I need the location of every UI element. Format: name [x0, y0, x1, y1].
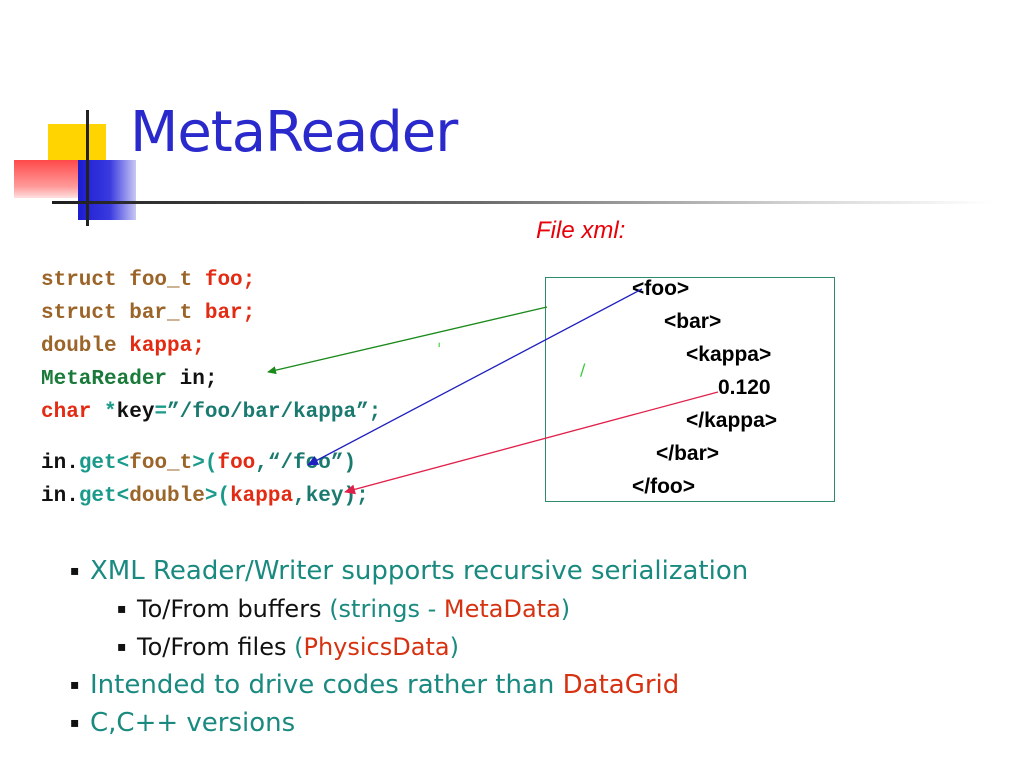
- code-token: foo;: [204, 269, 256, 292]
- code-token: >(: [192, 452, 218, 475]
- code-token: in.: [41, 452, 79, 475]
- code-line: in.get<foo_t>(foo,“/foo”): [41, 447, 381, 480]
- bullet-square-icon: ▪: [70, 715, 80, 731]
- code-token: in.: [41, 485, 79, 508]
- bullet-text: PhysicsData: [303, 633, 450, 661]
- bullet-square-icon: ▪: [117, 601, 127, 617]
- code-token: struct: [41, 269, 130, 292]
- xml-line: </bar>: [656, 442, 720, 465]
- bullet-text: To/From buffers: [137, 595, 330, 623]
- bullet-square-icon: ▪: [70, 677, 80, 693]
- code-token: in;: [179, 368, 218, 391]
- bullet-text: C,C++ versions: [90, 708, 296, 738]
- bullet-list: ▪ XML Reader/Writer supports recursive se…: [70, 552, 748, 742]
- code-token: key: [116, 401, 155, 424]
- code-line: MetaReader in;: [41, 363, 381, 396]
- bullet-text: (: [294, 633, 304, 661]
- bullet-item: ▪ C,C++ versions: [70, 704, 748, 742]
- bullet-item: ▪ Intended to drive codes rather than Dat…: [70, 666, 748, 704]
- bullet-square-icon: ▪: [117, 639, 127, 655]
- code-token: =: [154, 401, 168, 424]
- bullet-square-icon: ▪: [70, 563, 80, 579]
- arrow-kappa-to-code: [344, 391, 719, 495]
- code-token: bar;: [204, 302, 256, 325]
- code-line: struct foo_t foo;: [41, 264, 381, 297]
- bullet-text: XML Reader/Writer supports recursive ser…: [90, 556, 749, 586]
- code-token: foo: [217, 452, 256, 475]
- code-line: char *key=”/foo/bar/kappa”;: [41, 396, 381, 429]
- code-token: get<: [78, 452, 130, 475]
- code-token: double: [129, 485, 205, 508]
- code-block: struct foo_t foo;struct bar_t bar;double…: [41, 264, 381, 513]
- bullet-item: ▪ To/From files (PhysicsData): [70, 628, 748, 666]
- bullet-text: (strings -: [329, 595, 444, 623]
- code-line: double kappa;: [41, 330, 381, 363]
- slide-title: MetaReader: [130, 100, 458, 165]
- decor-red-square: [14, 160, 78, 198]
- code-token: bar_t: [129, 302, 205, 325]
- bullet-text: ): [449, 633, 459, 661]
- code-token: char: [41, 401, 105, 424]
- code-token: >(: [204, 485, 231, 508]
- xml-line: </kappa>: [686, 409, 778, 432]
- code-token: MetaReader: [41, 368, 180, 391]
- xml-line: 0.120: [718, 376, 771, 399]
- code-token: kappa;: [129, 335, 205, 358]
- xml-box: [545, 277, 835, 502]
- file-xml-label: File xml:: [536, 217, 626, 244]
- bullet-text: MetaData: [443, 595, 561, 623]
- bullet-text: ): [560, 595, 571, 623]
- code-token: foo_t: [129, 452, 193, 475]
- bullet-text: To/From files: [137, 633, 295, 661]
- bullet-text: Intended to drive codes rather than: [90, 670, 563, 700]
- code-token: foo_t: [129, 269, 205, 292]
- marker-tick: /: [580, 360, 586, 379]
- code-token: ”/foo/bar/kappa”;: [167, 401, 382, 424]
- arrow-bar-to-code: [267, 306, 548, 375]
- bullet-text: DataGrid: [562, 670, 680, 700]
- title-underline: [52, 201, 992, 204]
- marker-tick: ˈ: [437, 340, 442, 359]
- code-token: double: [41, 335, 130, 358]
- code-token: kappa: [230, 485, 294, 508]
- code-token: struct: [41, 302, 130, 325]
- decor-vertical-line: [86, 110, 89, 226]
- code-token: ,“/foo”): [255, 452, 357, 475]
- xml-line: <foo>: [632, 277, 690, 300]
- xml-line: <kappa>: [686, 343, 772, 366]
- code-token: get<: [78, 485, 130, 508]
- code-token: *: [104, 401, 117, 424]
- bullet-item: ▪ To/From buffers (strings - MetaData): [70, 590, 748, 628]
- xml-line: <bar>: [664, 310, 722, 333]
- xml-line: </foo>: [632, 475, 696, 498]
- code-line: struct bar_t bar;: [41, 297, 381, 330]
- arrow-foo-to-code: [307, 288, 643, 466]
- bullet-item: ▪ XML Reader/Writer supports recursive se…: [70, 552, 748, 590]
